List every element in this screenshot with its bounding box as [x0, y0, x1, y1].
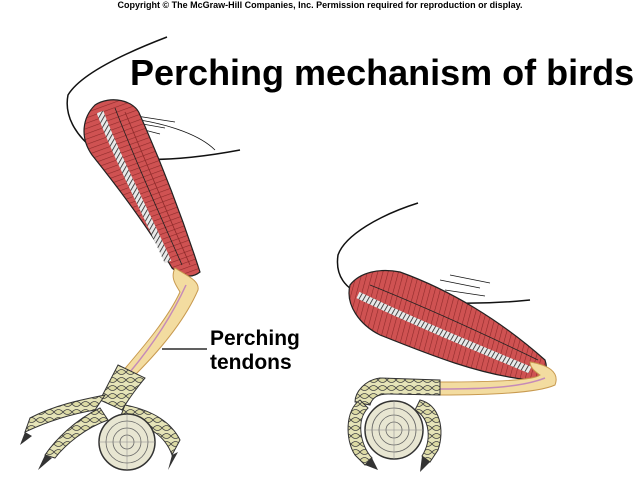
label-line-2: tendons — [210, 351, 292, 374]
right-perch — [364, 400, 424, 460]
perching-tendons-label: Perching tendons — [210, 327, 300, 375]
diagram-title: Perching mechanism of birds — [130, 52, 635, 93]
left-tendon — [121, 267, 199, 376]
right-leg-illustration — [336, 202, 557, 472]
left-perch — [98, 413, 156, 471]
label-line-1: Perching — [210, 327, 300, 350]
left-thigh-muscle — [83, 99, 201, 277]
copyright-notice: Copyright © The McGraw-Hill Companies, I… — [117, 0, 523, 10]
left-leg-illustration — [20, 36, 241, 471]
left-toe-front-2 — [44, 407, 109, 459]
